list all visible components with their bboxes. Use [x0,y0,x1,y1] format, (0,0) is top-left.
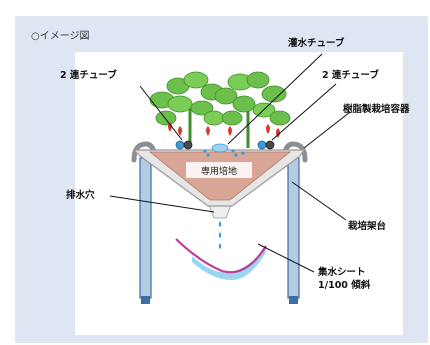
label-twin-tube-right: 2 連チューブ [322,70,379,81]
drain-assembly [208,204,232,249]
label-twin-tube-left: 2 連チューブ [60,70,117,81]
leader-cultivation-stand [291,181,347,221]
stand-left-post [139,157,152,299]
leader-irrigation-tube [227,53,323,145]
strawberry [178,126,182,136]
medium-label-bg [186,162,252,178]
sheet-line [175,238,267,274]
strawberry [206,126,210,136]
water-drop-1 [218,221,222,227]
stand-right-foot [289,296,298,304]
stand-left-foot [141,296,150,304]
stand-right-hook [282,141,308,163]
leaf [155,110,177,126]
label-irrigation-tube: 灌水チューブ [288,38,345,49]
strawberry [266,124,270,134]
leader-collection-sheet [257,243,315,273]
sheet-water [192,246,266,280]
leaf [269,110,291,126]
leaf [190,100,214,116]
diagram-title: ○イメージ図 [31,31,90,42]
label-growing-medium: 専用培地 [200,167,237,177]
leader-twin-tube-right [271,83,337,141]
leader-drain-hole [109,195,215,213]
strawberry [168,122,172,132]
leaf [261,85,287,103]
label-resin-container: 樹脂製栽培容器 [343,104,410,115]
leaf [246,71,270,89]
leaf [221,110,243,126]
leaf [214,87,238,105]
twin-tube-left-graphic [175,140,193,150]
strawberry-plants [149,71,291,148]
leader-resin-container [303,111,351,149]
resin-container [132,149,306,207]
water-drop-3 [218,243,222,249]
water-drop-2 [218,232,222,238]
leader-lines [109,53,351,273]
stand-left-hook [131,141,157,163]
label-drain-hole: 排水穴 [66,190,95,201]
leaf [183,71,209,89]
leaf [167,95,193,113]
strawberry [228,126,232,136]
leaf [203,110,225,126]
cultivation-stand [131,141,308,304]
leaf [232,95,256,113]
leader-twin-tube-left [139,85,183,141]
stand-right-post [287,157,300,299]
collection-sheet [175,238,267,280]
irrigation-tube-graphic [203,143,245,157]
label-collection-sheet: 集水シート [318,267,366,278]
label-collection-sheet-slope: 1/100 傾斜 [318,280,371,291]
label-cultivation-stand: 栽培架台 [348,221,387,232]
twin-tube-right-graphic [257,140,275,150]
